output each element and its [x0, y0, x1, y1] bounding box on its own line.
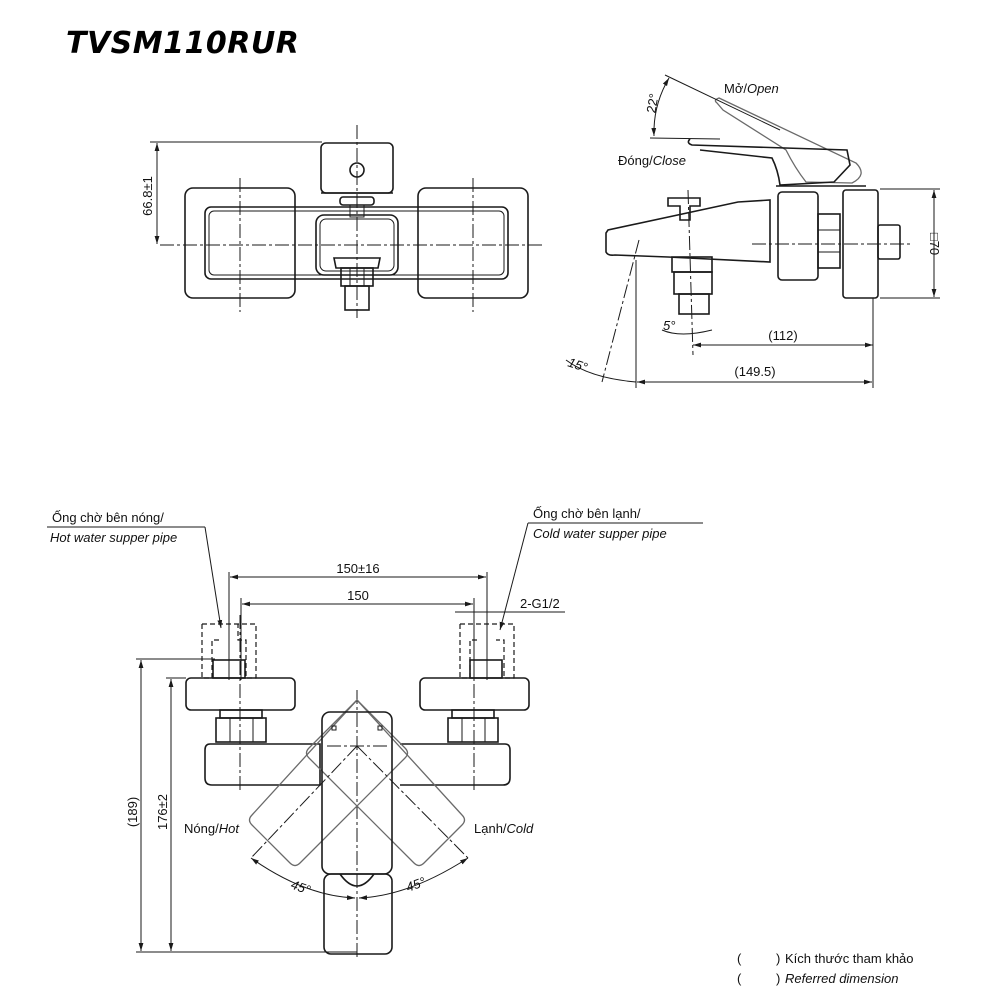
- hot-pipe-label-en: Hot water supper pipe: [50, 530, 177, 545]
- angle-cold-45: 45°: [404, 874, 428, 895]
- dim-176: 176±2: [155, 794, 170, 830]
- cold-pipe-label-en: Cold water supper pipe: [533, 526, 667, 541]
- dim-150: 150: [347, 588, 369, 603]
- angle-22: 22°: [643, 92, 661, 114]
- open-label: Mở/Open: [724, 81, 779, 96]
- dim-150-16: 150±16: [336, 561, 379, 576]
- legend-paren-open-2: (: [737, 971, 742, 986]
- legend-paren-open-1: (: [737, 951, 742, 966]
- cold-pipe-label-vi: Ống chờ bên lạnh/: [533, 506, 641, 521]
- thread-size: 2-G1/2: [520, 596, 560, 611]
- legend-text-vi: Kích thước tham khảo: [785, 951, 914, 966]
- angle-5: 5°: [663, 318, 675, 333]
- cold-label: Lạnh/Cold: [474, 821, 534, 836]
- side-view: 22° Mở/Open Đóng/Close □70 (112) (149.5): [565, 74, 942, 388]
- legend-paren-close-2: ): [776, 971, 780, 986]
- model-title: TVSM110RUR: [66, 26, 300, 61]
- angle-15: 15°: [566, 355, 589, 375]
- angle-hot-45: 45°: [289, 877, 313, 898]
- legend: ( ) Kích thước tham khảo ( ) Referred di…: [737, 951, 914, 986]
- hot-label: Nóng/Hot: [184, 821, 240, 836]
- front-view: Ống chờ bên nóng/ Hot water supper pipe …: [47, 506, 703, 960]
- dim-112: (112): [768, 328, 797, 343]
- close-label: Đóng/Close: [618, 153, 686, 168]
- legend-text-en: Referred dimension: [785, 971, 898, 986]
- dim-square-70: □70: [927, 233, 942, 255]
- dim-66-8: 66.8±1: [140, 176, 155, 216]
- top-view: 66.8±1: [140, 125, 545, 318]
- dim-189: (189): [125, 797, 140, 827]
- dim-149-5: (149.5): [734, 364, 775, 379]
- hot-pipe-label-vi: Ống chờ bên nóng/: [52, 510, 164, 525]
- legend-paren-close-1: ): [776, 951, 780, 966]
